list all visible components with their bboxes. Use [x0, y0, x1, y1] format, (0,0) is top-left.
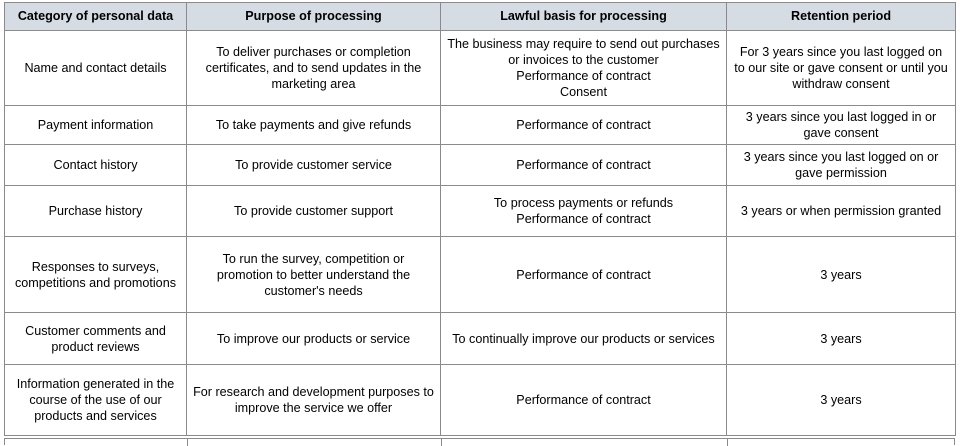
cell-retention: For 3 years since you last logged on to … [726, 30, 956, 106]
cell-purpose: To improve our products or service [186, 312, 441, 366]
cell-lawful-basis: To process payments or refunds Performan… [440, 185, 727, 238]
cell-retention: 3 years [726, 236, 956, 314]
column-header-category: Category of personal data [4, 2, 187, 31]
column-header-purpose: Purpose of processing [186, 2, 441, 31]
column-divider [727, 439, 728, 446]
table-body: Name and contact details To deliver purc… [4, 30, 956, 437]
table-row: Responses to surveys, competitions and p… [4, 236, 956, 314]
cell-lawful-basis: To continually improve our products or s… [440, 312, 727, 366]
cell-purpose: To run the survey, competition or promot… [186, 236, 441, 314]
lawful-basis-line: Performance of contract [516, 118, 651, 133]
lawful-basis-line: Performance of contract [516, 212, 651, 227]
cell-category: Customer comments and product reviews [4, 312, 187, 366]
cell-retention: 3 years [726, 312, 956, 366]
cell-category: Information generated in the course of t… [4, 364, 187, 437]
cell-category: Payment information [4, 104, 187, 146]
cell-category: Name and contact details [4, 30, 187, 106]
cell-retention: 3 years [726, 364, 956, 437]
table-row: Payment information To take payments and… [4, 104, 956, 146]
lawful-basis-line: Performance of contract [516, 158, 651, 173]
cell-purpose: To provide customer service [186, 144, 441, 187]
cell-purpose: To provide customer support [186, 185, 441, 238]
lawful-basis-line: Performance of contract [516, 267, 651, 282]
lawful-basis-line: Performance of contract [516, 393, 651, 408]
table-header: Category of personal data Purpose of pro… [4, 2, 956, 31]
cell-purpose: To take payments and give refunds [186, 104, 441, 146]
cell-category: Responses to surveys, competitions and p… [4, 236, 187, 314]
personal-data-processing-table: Category of personal data Purpose of pro… [4, 2, 956, 437]
cell-purpose: To deliver purchases or completion certi… [186, 30, 441, 106]
cell-category: Contact history [4, 144, 187, 187]
column-header-lawful-basis: Lawful basis for processing [440, 2, 727, 31]
column-header-retention: Retention period [726, 2, 956, 31]
lawful-basis-line: Performance of contract [516, 69, 651, 83]
lawful-basis-line: Consent [560, 85, 607, 100]
cell-retention: 3 years since you last logged on or gave… [726, 144, 956, 187]
table-row: Customer comments and product reviews To… [4, 312, 956, 366]
cell-retention: 3 years or when permission granted [726, 185, 956, 238]
cell-lawful-basis: Performance of contract [440, 236, 727, 314]
next-row-partial [4, 438, 955, 446]
lawful-basis-line: To process payments or refunds [493, 196, 674, 211]
table-row: Contact history To provide customer serv… [4, 144, 956, 187]
column-divider [187, 439, 188, 446]
column-divider [441, 439, 442, 446]
lawful-basis-line: The business may require to send out pur… [447, 36, 720, 67]
table-container: Category of personal data Purpose of pro… [4, 2, 956, 437]
cell-purpose: For research and development purposes to… [186, 364, 441, 437]
table-row: Name and contact details To deliver purc… [4, 30, 956, 106]
cell-lawful-basis: Performance of contract [440, 104, 727, 146]
cell-lawful-basis: Performance of contract [440, 364, 727, 437]
cell-retention: 3 years since you last logged in or gave… [726, 104, 956, 146]
cell-lawful-basis: The business may require to send out pur… [440, 30, 727, 106]
cell-lawful-basis: Performance of contract [440, 144, 727, 187]
table-header-row: Category of personal data Purpose of pro… [4, 2, 956, 31]
lawful-basis-line: To continually improve our products or s… [452, 331, 715, 346]
cell-category: Purchase history [4, 185, 187, 238]
table-row: Information generated in the course of t… [4, 364, 956, 437]
table-row: Purchase history To provide customer sup… [4, 185, 956, 238]
